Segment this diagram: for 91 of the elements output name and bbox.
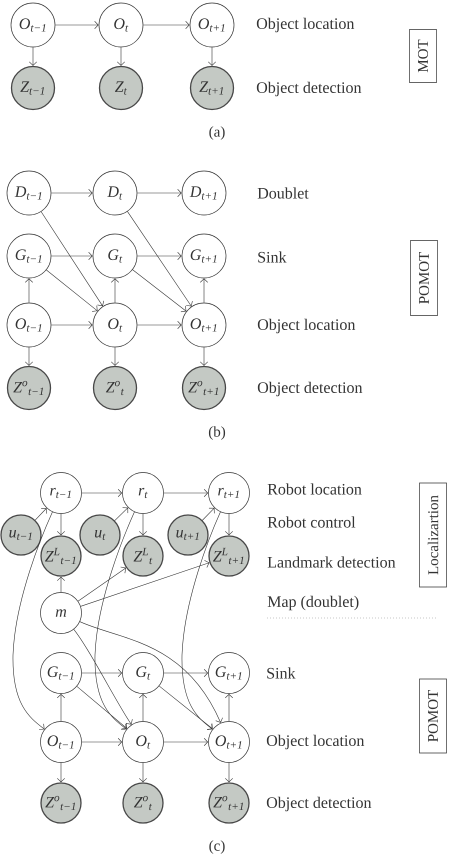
arrow xyxy=(224,762,234,782)
arrow xyxy=(138,762,148,782)
circle-node: O$_{t+1}$ xyxy=(190,2,234,48)
row-label: Object detection xyxy=(258,382,362,396)
arrow xyxy=(55,20,99,30)
arrow xyxy=(200,347,208,366)
arrow xyxy=(116,47,126,66)
circle-node: O$_{t}$ xyxy=(122,721,164,763)
row-label: Object location xyxy=(266,734,364,750)
arrow xyxy=(164,738,208,746)
arrow xyxy=(138,514,148,536)
label-box: MOT xyxy=(409,29,437,83)
circle-node: D$_{t}$ xyxy=(92,170,138,216)
row-label: Robot location xyxy=(268,483,362,495)
arrow xyxy=(56,762,66,782)
circle-node: D$_{t+1}$ xyxy=(182,170,226,216)
circle-node: r$_{t+1}$ xyxy=(208,472,250,514)
row-label: Landmark detection xyxy=(268,556,396,568)
arrow xyxy=(110,347,120,366)
circle-node: O$_{t−1}$ xyxy=(6,302,52,348)
panel-label: (c) xyxy=(209,840,225,854)
curved-arrow xyxy=(74,629,133,725)
arrow xyxy=(78,566,126,602)
row-label: Robot control xyxy=(268,516,356,528)
row-label: Map (doublet) xyxy=(268,596,358,610)
arrow xyxy=(28,47,38,66)
circle-node: O$_{t}$ xyxy=(92,302,138,348)
row-label: Object location xyxy=(256,18,354,32)
label-box: POMOT xyxy=(419,678,447,754)
curved-arrow xyxy=(182,512,221,730)
panel-label: (b) xyxy=(208,426,226,440)
arrow xyxy=(164,668,208,678)
arrow xyxy=(34,508,47,520)
circle-node: r$_{t−1}$ xyxy=(40,472,82,514)
row-label: Sink xyxy=(267,667,296,679)
circle-node: O$_{t−1}$ xyxy=(10,2,56,48)
circle-node: G$_{t+1}$ xyxy=(182,234,226,278)
circle-node: O$_{t−1}$ xyxy=(40,721,82,763)
circle-node: G$_{t−1}$ xyxy=(40,652,82,694)
arrow xyxy=(82,668,122,678)
arrow xyxy=(138,694,148,722)
label-box: Localizartion xyxy=(419,482,447,588)
arrow xyxy=(143,20,190,30)
circle-node: m xyxy=(40,592,82,634)
arrow xyxy=(51,252,93,260)
arrow xyxy=(80,560,210,607)
circle-node: O$_{t+1}$ xyxy=(208,721,250,763)
circle-node: G$_{t}$ xyxy=(92,234,138,278)
curved-arrow xyxy=(80,621,223,723)
arrow xyxy=(82,488,122,498)
arrow xyxy=(202,508,215,521)
circle-node: G$_{t+1}$ xyxy=(208,652,250,694)
arrow xyxy=(224,694,234,722)
curved-arrow xyxy=(12,512,53,730)
label-box: POMOT xyxy=(410,240,438,316)
circle-node: O$_{t}$ xyxy=(98,2,144,48)
arrow xyxy=(127,211,193,306)
curved-arrow xyxy=(94,512,135,730)
arrow xyxy=(110,278,120,303)
arrow xyxy=(114,507,128,521)
arrow xyxy=(137,188,182,198)
arrow xyxy=(224,514,234,536)
circle-node: O$_{t+1}$ xyxy=(182,302,226,348)
arrow xyxy=(40,211,104,306)
circle-node: D$_{t−1}$ xyxy=(6,170,52,216)
row-label: Object detection xyxy=(256,82,362,96)
arrow xyxy=(24,278,34,303)
arrow xyxy=(200,278,208,303)
arrow xyxy=(132,269,186,312)
arrow xyxy=(158,686,213,730)
circle-node: G$_{t}$ xyxy=(122,652,164,694)
circle-node: r$_{t}$ xyxy=(122,472,164,514)
arrow xyxy=(164,488,208,498)
arrow xyxy=(56,576,66,592)
arrow xyxy=(51,188,93,198)
arrow xyxy=(46,270,98,312)
panel-label: (a) xyxy=(209,126,225,140)
arrow xyxy=(82,738,122,746)
arrow xyxy=(137,252,182,260)
row-label: Object detection xyxy=(266,796,372,812)
row-label: Doublet xyxy=(258,187,309,199)
arrow xyxy=(56,514,66,536)
row-label: Sink xyxy=(258,251,287,263)
arrow xyxy=(56,694,66,722)
arrow xyxy=(76,686,128,730)
arrow xyxy=(51,320,93,330)
row-label: Object location xyxy=(258,318,356,334)
circle-node: G$_{t−1}$ xyxy=(6,234,52,278)
arrow xyxy=(137,320,182,330)
arrow xyxy=(24,347,34,366)
arrow xyxy=(208,47,216,66)
